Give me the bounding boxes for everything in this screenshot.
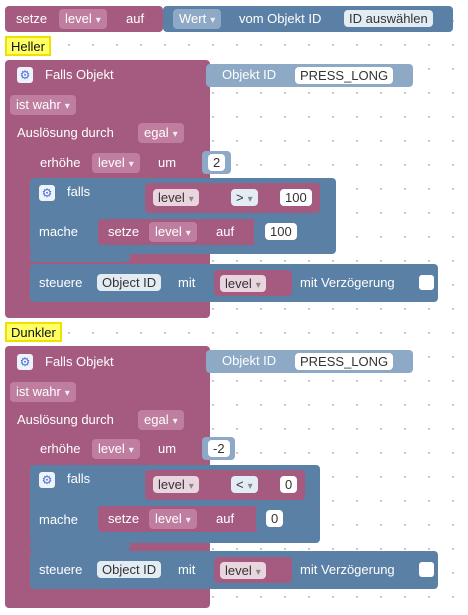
by-label: um <box>158 441 177 456</box>
set-variable-dropdown[interactable]: level <box>149 509 197 529</box>
delay-label: mit Verzögerung <box>300 275 395 290</box>
compare-value[interactable]: 100 <box>280 189 312 206</box>
if-label: falls <box>67 471 91 486</box>
select-id-field[interactable]: ID auswählen <box>344 10 433 27</box>
number-block[interactable]: 2 <box>202 151 231 174</box>
increase-block[interactable]: erhöhe level um <box>30 150 208 176</box>
number-block[interactable]: -2 <box>202 437 235 460</box>
control-block[interactable]: steuere Object ID mit level mit Verzöger… <box>30 551 438 589</box>
gear-icon[interactable]: ⚙ <box>39 185 55 201</box>
set-block[interactable]: setze level auf <box>98 506 258 532</box>
to-label: auf <box>126 11 145 26</box>
do-label: mache <box>39 512 79 527</box>
with-label: mit <box>178 275 196 290</box>
with-label: mit <box>178 562 196 577</box>
object-id-field[interactable]: PRESS_LONG <box>295 353 394 370</box>
gear-icon[interactable]: ⚙ <box>17 354 33 370</box>
from-object-label: vom Objekt ID <box>239 11 322 26</box>
set-variable-block[interactable]: setze level auf <box>5 6 163 32</box>
variable-dropdown[interactable]: level <box>59 9 107 29</box>
comment-tag-dunkler[interactable]: Dunkler <box>5 322 62 342</box>
number-block[interactable]: 100 <box>254 220 305 244</box>
increase-value[interactable]: 2 <box>208 154 226 171</box>
control-block[interactable]: steuere Object ID mit level mit Verzöger… <box>30 264 438 302</box>
if-object-label: Falls Objekt <box>45 67 114 82</box>
operator-dropdown[interactable]: > <box>231 189 258 206</box>
trigger-label: Auslösung durch <box>17 412 114 427</box>
control-variable[interactable]: level <box>220 275 266 292</box>
object-id-block[interactable]: Objekt ID PRESS_LONG <box>206 350 413 373</box>
if-label: falls <box>67 184 91 199</box>
set-block[interactable]: setze level auf <box>98 219 256 245</box>
condition-dropdown[interactable]: ist wahr <box>10 382 76 402</box>
if-block-tail <box>30 254 130 262</box>
number-block[interactable]: 0 <box>256 507 289 531</box>
increase-variable-dropdown[interactable]: level <box>92 153 140 173</box>
delay-checkbox[interactable] <box>419 562 434 577</box>
value-dropdown[interactable]: Wert <box>173 9 222 29</box>
to-label: auf <box>216 224 235 239</box>
set-value[interactable]: 100 <box>265 223 297 240</box>
set-value[interactable]: 0 <box>266 510 284 527</box>
object-id-label: Objekt ID <box>222 67 277 82</box>
set-variable-dropdown[interactable]: level <box>149 222 197 242</box>
control-variable[interactable]: level <box>220 562 266 579</box>
get-value-block[interactable]: Wert vom Objekt ID ID auswählen <box>163 6 453 32</box>
control-label: steuere <box>39 275 83 290</box>
if-block-tail <box>30 543 130 551</box>
trigger-dropdown[interactable]: egal <box>138 123 184 143</box>
if-object-label: Falls Objekt <box>45 354 114 369</box>
condition-dropdown[interactable]: ist wahr <box>10 95 76 115</box>
compare-block[interactable]: level > 100 <box>145 183 320 213</box>
increase-label: erhöhe <box>40 441 81 456</box>
gear-icon[interactable]: ⚙ <box>17 67 33 83</box>
control-object-field[interactable]: Object ID <box>97 561 162 578</box>
to-label: auf <box>216 511 235 526</box>
trigger-dropdown[interactable]: egal <box>138 410 184 430</box>
by-label: um <box>158 155 177 170</box>
set-label: setze <box>108 511 140 526</box>
comment-tag-heller[interactable]: Heller <box>5 36 51 56</box>
compare-block[interactable]: level < 0 <box>145 470 305 500</box>
compare-variable[interactable]: level <box>153 476 199 493</box>
object-id-label: Objekt ID <box>222 353 277 368</box>
compare-variable[interactable]: level <box>153 189 199 206</box>
control-label: steuere <box>39 562 83 577</box>
trigger-label: Auslösung durch <box>17 125 114 140</box>
set-label: setze <box>16 11 48 26</box>
object-id-field[interactable]: PRESS_LONG <box>295 67 394 84</box>
increase-label: erhöhe <box>40 155 81 170</box>
operator-dropdown[interactable]: < <box>231 476 258 493</box>
increase-block[interactable]: erhöhe level um <box>30 436 208 462</box>
do-label: mache <box>39 224 79 239</box>
set-label: setze <box>108 224 140 239</box>
increase-variable-dropdown[interactable]: level <box>92 439 140 459</box>
compare-value[interactable]: 0 <box>280 476 298 493</box>
delay-checkbox[interactable] <box>419 275 434 290</box>
control-object-field[interactable]: Object ID <box>97 274 162 291</box>
object-id-block[interactable]: Objekt ID PRESS_LONG <box>206 64 413 87</box>
gear-icon[interactable]: ⚙ <box>39 472 55 488</box>
increase-value[interactable]: -2 <box>208 440 230 457</box>
delay-label: mit Verzögerung <box>300 562 395 577</box>
